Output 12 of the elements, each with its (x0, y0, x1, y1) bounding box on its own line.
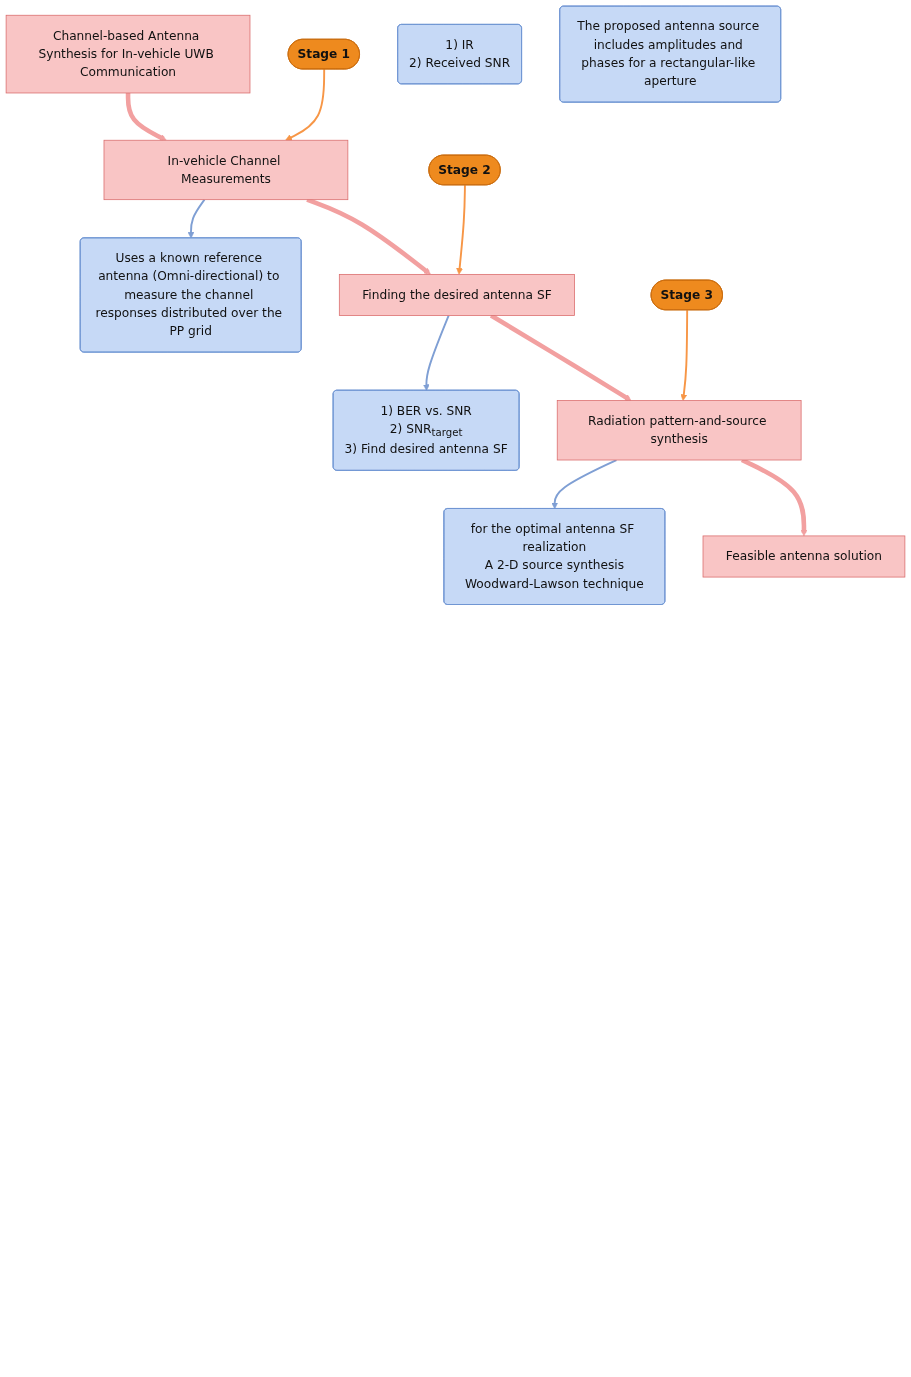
arrow (125, 93, 167, 141)
arrow (187, 198, 206, 239)
arrow (680, 309, 689, 401)
node-box: Finding the desired antenna SF (338, 274, 575, 316)
arrow (423, 314, 450, 391)
node-box: Channel-based Antenna Synthesis for In-vehicle UWB Communication (5, 14, 251, 94)
arrow (285, 68, 326, 141)
node-box: Feasible antenna solution (702, 535, 906, 578)
node-box: Radiation pattern-and-source synthesis (556, 400, 802, 461)
arrow (551, 459, 618, 510)
arrow (456, 184, 466, 275)
node-box: In-vehicle Channel Measurements (103, 139, 349, 201)
